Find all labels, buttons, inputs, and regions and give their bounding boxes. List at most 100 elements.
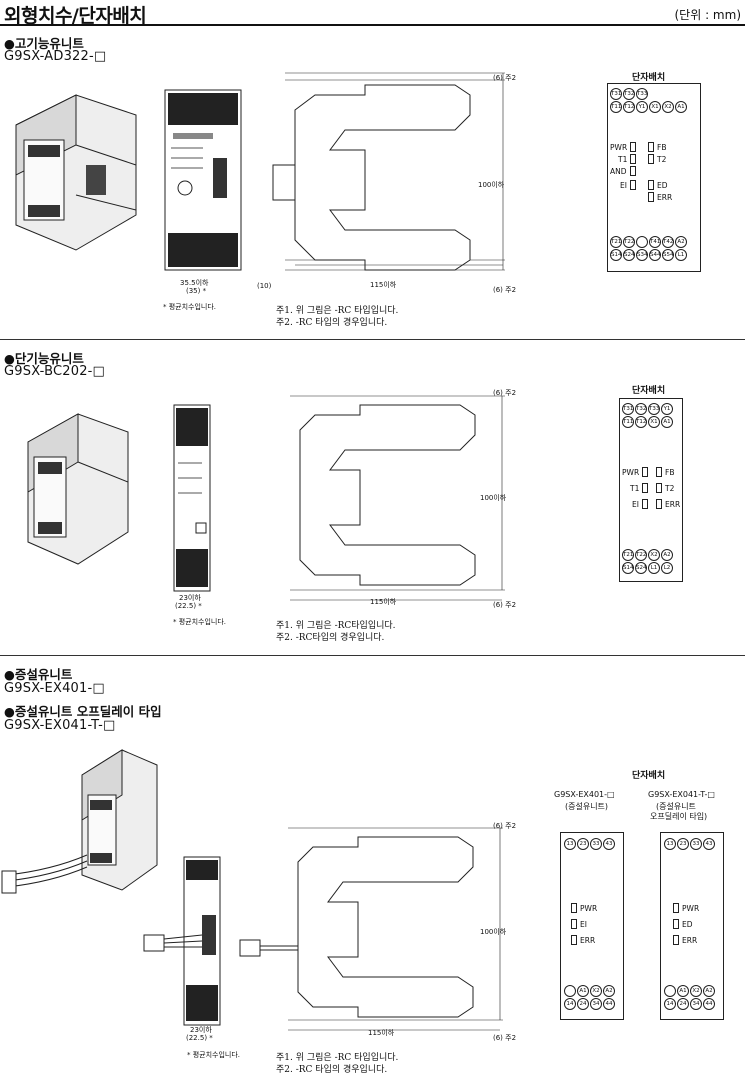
terminal: 34 <box>690 998 702 1010</box>
section1-side-view <box>272 72 505 271</box>
led-indicator: EI <box>620 180 636 190</box>
terminal: S14 <box>622 562 634 574</box>
terminal: L1 <box>648 562 660 574</box>
section3-height: 100이하 <box>480 928 507 936</box>
section2-terminal-title: 단자배치 <box>632 386 666 396</box>
led-indicator: ERR <box>673 935 697 945</box>
section2-depth: 115이하 <box>370 598 397 606</box>
section2-front-width-avg: (22.5) * <box>175 602 202 610</box>
terminal: T11 <box>622 416 634 428</box>
section3-heading: ●증설유니트 <box>4 667 73 682</box>
section1-avg-note: * 평균치수입니다. <box>163 303 217 311</box>
terminal: 13 <box>664 838 676 850</box>
terminal-row: 13 23 33 43 <box>564 838 615 850</box>
terminal: Y1 <box>661 403 673 415</box>
section3-heading2: ●증설유니트 오프딜레이 타입 <box>4 704 162 719</box>
terminal: T33 <box>648 403 660 415</box>
terminal-row: T31 T32 T33 <box>610 88 648 100</box>
section3-terminal-title: 단자배치 <box>632 771 666 781</box>
section1-top-gap: (6) 주2 <box>493 74 517 82</box>
section2-height: 100이하 <box>480 494 507 502</box>
terminal: 23 <box>577 838 589 850</box>
terminal: 23 <box>677 838 689 850</box>
section2-front-width: 23이하 <box>179 594 201 602</box>
terminal: X1 <box>648 416 660 428</box>
terminal: 24 <box>577 998 589 1010</box>
terminal-b-box: 13 23 33 43 PWR ED ERR A1 X2 A2 14 24 34… <box>660 832 724 1020</box>
terminal: 34 <box>590 998 602 1010</box>
terminal: T32 <box>623 88 635 100</box>
terminal-row: S14 S24 S34 S44 S54 L1 <box>610 249 687 261</box>
terminal: 44 <box>603 998 615 1010</box>
section1-model: G9SX-AD322-□ <box>4 49 107 64</box>
terminal-a-box: 13 23 33 43 PWR EI ERR A1 X2 A2 14 24 34… <box>560 832 624 1020</box>
terminal: T12 <box>635 416 647 428</box>
led-indicator: FB <box>656 467 674 477</box>
terminal: T31 <box>622 403 634 415</box>
terminal-a-model: G9SX-EX401-□ <box>554 790 615 799</box>
terminal-row: S14 S24 L1 L2 <box>622 562 673 574</box>
section3-front-view <box>143 856 221 1026</box>
section2-product-illustration <box>27 413 129 565</box>
terminal: X2 <box>690 985 702 997</box>
terminal-row: T21 T22 X2 A2 <box>622 549 673 561</box>
terminal: T31 <box>610 88 622 100</box>
terminal: A2 <box>603 985 615 997</box>
terminal: T22 <box>635 549 647 561</box>
terminal-row: T11 T12 X1 A1 <box>622 416 673 428</box>
terminal: L1 <box>675 249 687 261</box>
section2-front-view <box>173 404 211 592</box>
led-indicator: PWR <box>571 903 597 913</box>
terminal-b-desc2: 오프딜레이 타입) <box>650 812 708 821</box>
terminal: S54 <box>662 249 674 261</box>
section-divider <box>0 339 745 340</box>
section1-front-view <box>164 89 242 271</box>
section1-front-width: 35.5이하 <box>180 279 209 287</box>
header-rule <box>0 24 745 26</box>
terminal-row: A1 X2 A2 <box>564 985 615 997</box>
terminal: T11 <box>610 101 622 113</box>
section1-height: 100이하 <box>478 181 505 189</box>
terminal: 44 <box>703 998 715 1010</box>
terminal: S34 <box>636 249 648 261</box>
led-indicator: ED <box>673 919 693 929</box>
section1-terminal-title: 단자배치 <box>632 73 666 83</box>
section3-note1: 주1. 위 그림은 -RC 타입입니다. <box>276 1053 399 1063</box>
terminal: X2 <box>662 101 674 113</box>
terminal: X1 <box>649 101 661 113</box>
terminal: 33 <box>590 838 602 850</box>
led-indicator: T1 <box>618 154 637 164</box>
terminal: 43 <box>603 838 615 850</box>
section1-front-width-avg: (35) * <box>186 287 207 295</box>
section1-note1: 주1. 위 그림은 -RC 타입입니다. <box>276 306 399 316</box>
terminal: S14 <box>610 249 622 261</box>
terminal: Y1 <box>636 101 648 113</box>
section3-note2: 주2. -RC 타입의 경우입니다. <box>276 1065 388 1075</box>
section2-terminal-box: T31 T32 T33 Y1 T11 T12 X1 A1 PWR T1 EI F… <box>619 398 683 582</box>
led-indicator: T2 <box>656 483 674 493</box>
led-indicator: PWR <box>673 903 699 913</box>
section3-front-width-avg: (22.5) * <box>186 1034 213 1042</box>
section1-left-offset: (10) <box>257 282 272 290</box>
section3-model: G9SX-EX401-□ <box>4 681 105 696</box>
terminal-row: 14 24 34 44 <box>564 998 615 1010</box>
terminal: A2 <box>703 985 715 997</box>
terminal: T42 <box>662 236 674 248</box>
section3-side-view <box>239 827 503 1031</box>
led-indicator: AND <box>610 166 636 176</box>
section2-bottom-gap: (6) 주2 <box>493 601 517 609</box>
section1-heading: ●고기능유니트 <box>4 36 84 51</box>
terminal: A1 <box>675 101 687 113</box>
section3-bottom-gap: (6) 주2 <box>493 1034 517 1042</box>
section3-depth: 115이하 <box>368 1029 395 1037</box>
terminal: X2 <box>590 985 602 997</box>
terminal-row: 13 23 33 43 <box>664 838 715 850</box>
terminal-row: A1 X2 A2 <box>664 985 715 997</box>
terminal: T12 <box>623 101 635 113</box>
terminal <box>664 985 676 997</box>
terminal: 43 <box>703 838 715 850</box>
terminal: A1 <box>677 985 689 997</box>
terminal: T21 <box>610 236 622 248</box>
section2-top-gap: (6) 주2 <box>493 389 517 397</box>
terminal: A2 <box>661 549 673 561</box>
